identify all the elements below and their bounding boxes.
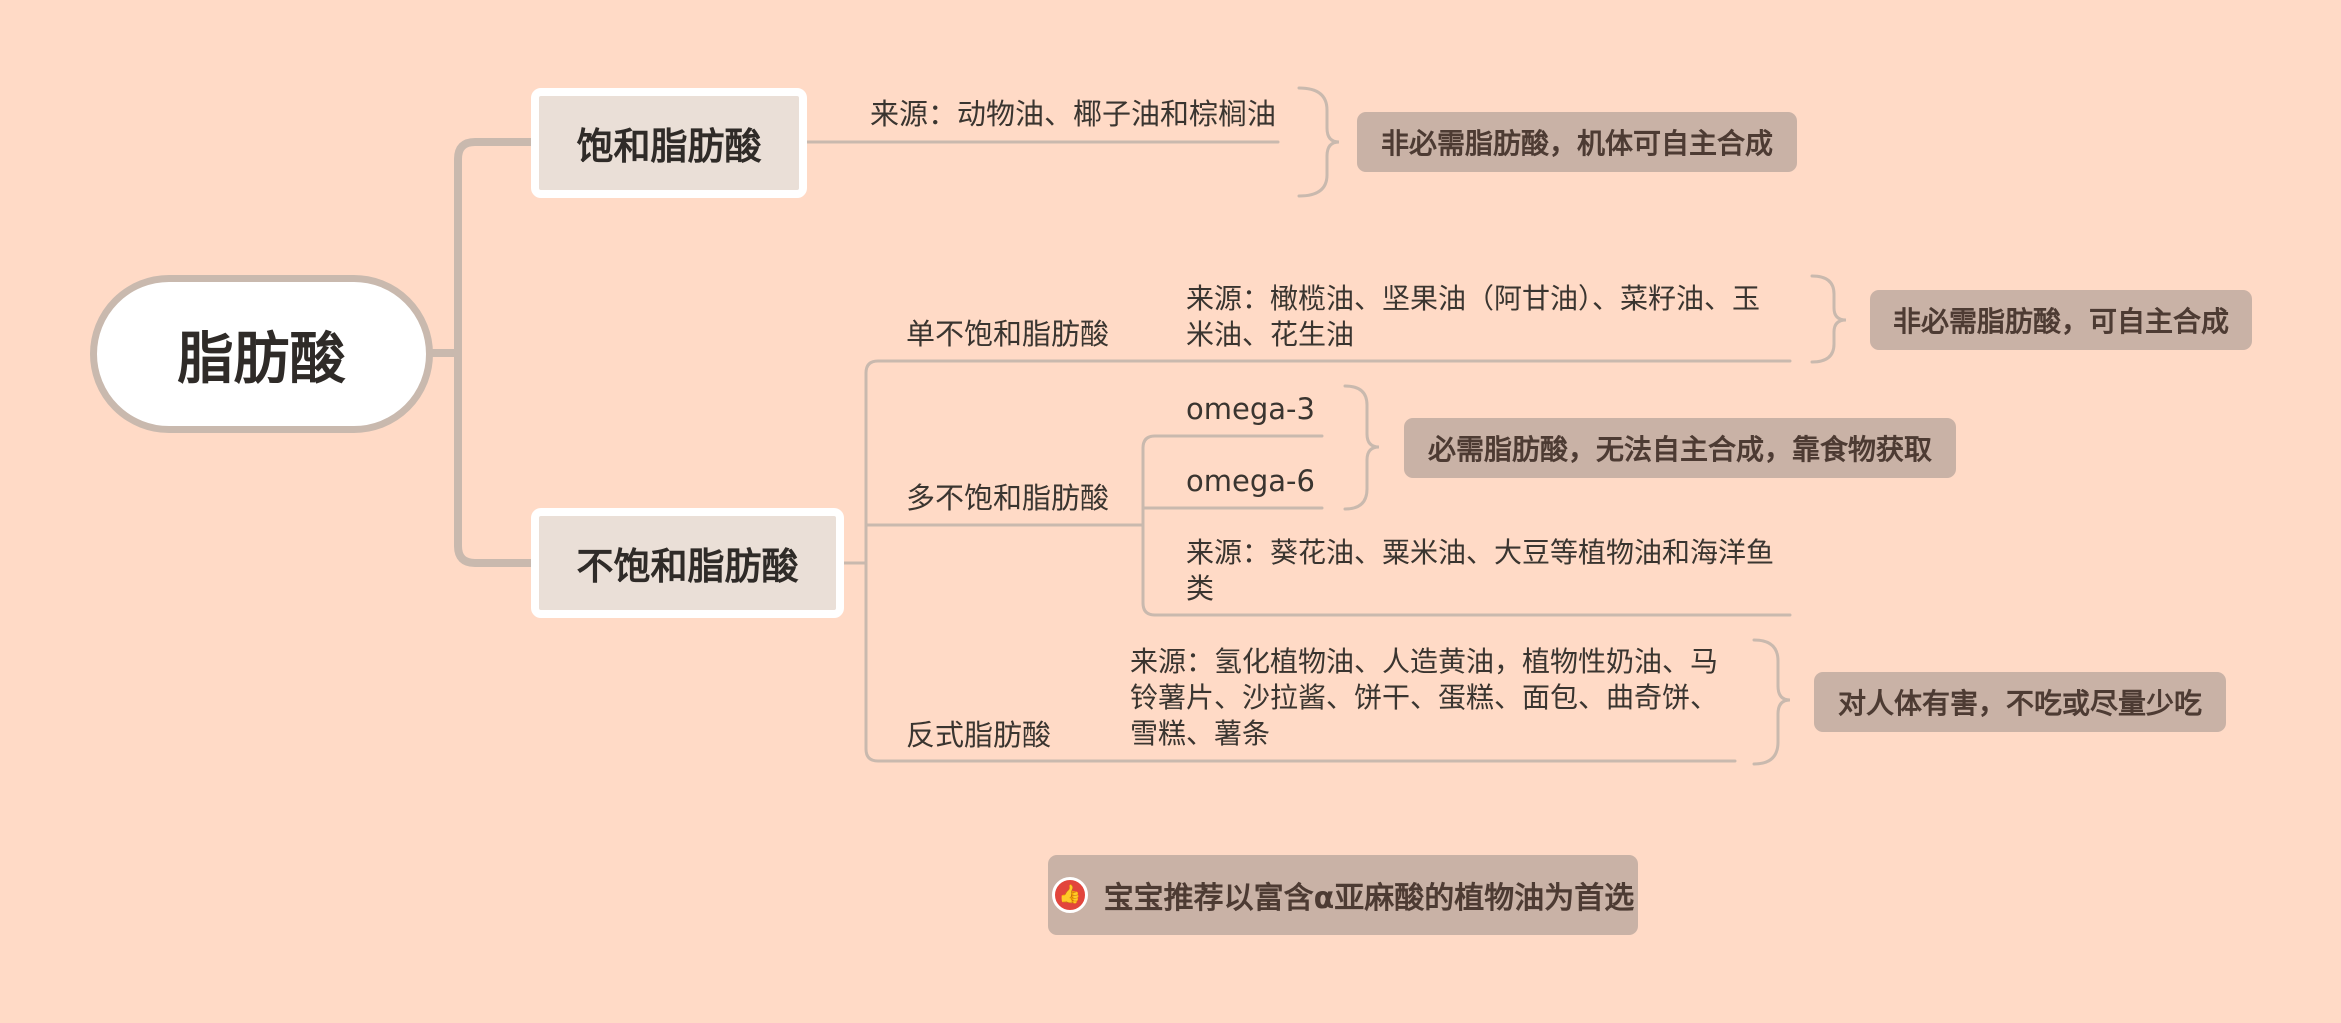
omega-6-label: omega-6 — [1186, 464, 1315, 498]
brace-omega — [1343, 384, 1380, 511]
trans-source-line-1: 来源：氢化植物油、人造黄油，植物性奶油、马 — [1130, 645, 1719, 678]
mono-note-text: 非必需脂肪酸，可自主合成 — [1892, 305, 2229, 338]
saturated-fat-label: 饱和脂肪酸 — [576, 125, 762, 168]
thumbs-up-icon: 👍 — [1051, 877, 1088, 913]
trans-note[interactable]: 对人体有害，不吃或尽量少吃 — [1814, 672, 2226, 732]
poly-source-line-2: 类 — [1186, 572, 1215, 605]
trans-source-line-3: 雪糕、薯条 — [1130, 717, 1271, 750]
poly-sub-connector — [1141, 434, 1792, 617]
saturated-source: 来源：动物油、椰子油和棕榈油 — [870, 97, 1277, 131]
mono-note[interactable]: 非必需脂肪酸，可自主合成 — [1870, 290, 2252, 350]
unsaturated-fat-node[interactable]: 不饱和脂肪酸 — [531, 508, 844, 618]
mono-source-line-2: 米油、花生油 — [1186, 318, 1355, 351]
unsaturated-trunk — [864, 359, 1792, 763]
mono-unsaturated-label: 单不饱和脂肪酸 — [906, 317, 1110, 351]
omega-note[interactable]: 必需脂肪酸，无法自主合成，靠食物获取 — [1404, 418, 1956, 478]
trans-note-text: 对人体有害，不吃或尽量少吃 — [1837, 687, 2202, 720]
brace-trans — [1752, 638, 1791, 766]
omega-note-text: 必需脂肪酸，无法自主合成，靠食物获取 — [1427, 433, 1932, 466]
root-node[interactable]: 脂肪酸 — [90, 275, 433, 433]
trunk-connector — [454, 138, 537, 567]
trans-fat-label: 反式脂肪酸 — [906, 718, 1052, 752]
poly-source-line-1: 来源：葵花油、粟米油、大豆等植物油和海洋鱼 — [1186, 536, 1775, 569]
recommendation-callout[interactable]: 👍 宝宝推荐以富含α亚麻酸的植物油为首选 — [1048, 855, 1638, 935]
trans-source-line-2: 铃薯片、沙拉酱、饼干、蛋糕、面包、曲奇饼、 — [1130, 681, 1719, 714]
root-label: 脂肪酸 — [177, 326, 346, 392]
omega-3-label: omega-3 — [1186, 392, 1315, 426]
unsaturated-fat-label: 不饱和脂肪酸 — [576, 545, 799, 588]
mono-source-line-1: 来源：橄榄油、坚果油（阿甘油）、菜籽油、玉 — [1186, 282, 1761, 315]
saturated-fat-node[interactable]: 饱和脂肪酸 — [531, 88, 807, 198]
saturated-note[interactable]: 非必需脂肪酸，机体可自主合成 — [1357, 112, 1797, 172]
saturated-note-text: 非必需脂肪酸，机体可自主合成 — [1380, 127, 1773, 160]
brace-saturated — [1297, 86, 1340, 198]
recommendation-text: 宝宝推荐以富含α亚麻酸的植物油为首选 — [1103, 881, 1635, 916]
brace-mono — [1810, 274, 1847, 364]
poly-unsaturated-label: 多不饱和脂肪酸 — [906, 481, 1110, 515]
